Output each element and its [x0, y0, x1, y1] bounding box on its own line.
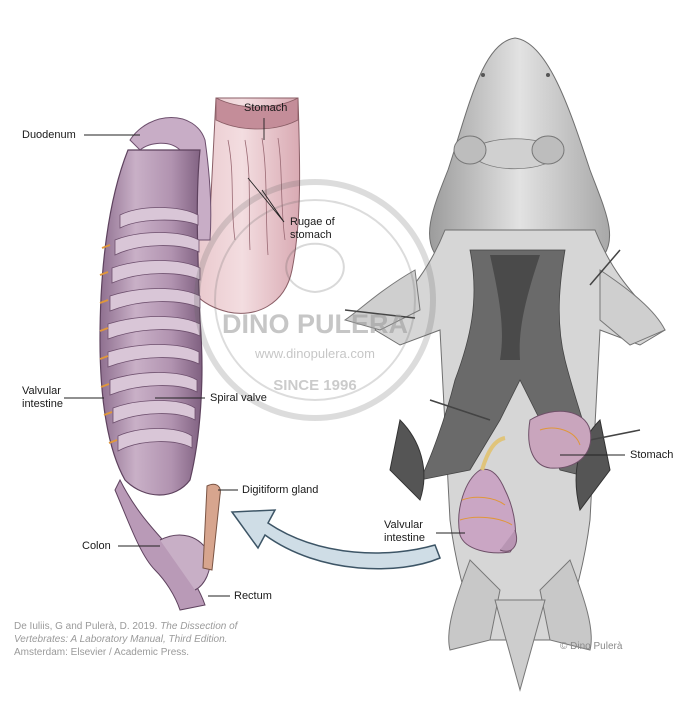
label-rectum: Rectum [234, 590, 272, 602]
watermark-since: SINCE 1996 [273, 377, 356, 394]
label-stomach-right: Stomach [630, 449, 674, 461]
copyright-notice: © Dino Pulerà [560, 641, 623, 652]
pointing-arrow [230, 509, 441, 570]
credit-title-part2: Vertebrates: A Laboratory Manual, Third … [14, 634, 228, 645]
label-colon: Colon [82, 540, 111, 552]
label-spiral-valve: Spiral valve [210, 392, 267, 404]
watermark-seal [194, 179, 436, 421]
label-valvular-left-1: Valvular [22, 385, 61, 397]
leader-lines [64, 118, 625, 597]
label-digitiform-gland: Digitiform gland [242, 484, 319, 496]
label-valvular-left-2: intestine [22, 398, 63, 410]
shark-dissection-illustration [343, 37, 666, 692]
citation-credit: De Iuliis, G and Pulerà, D. 2019. The Di… [14, 620, 314, 659]
label-stomach-top: Stomach [244, 102, 288, 114]
credit-title-part1: The Dissection of [160, 621, 238, 632]
credit-publisher: Amsterdam: Elsevier / Academic Press. [14, 647, 190, 658]
label-valvular-right-2: intestine [384, 532, 425, 544]
label-valvular-right-1: Valvular [384, 519, 423, 531]
valvular-intestine-illustration [99, 117, 221, 611]
watermark-url: www.dinopulera.com [254, 346, 375, 361]
label-rugae-line2: stomach [290, 229, 332, 241]
credit-authors: De Iuliis, G and Pulerà, D. 2019. [14, 621, 158, 632]
watermark-name: DINO PULERA [222, 309, 408, 339]
label-duodenum: Duodenum [22, 129, 76, 141]
stomach-illustration [184, 97, 301, 314]
label-rugae-line1: Rugae of [290, 216, 335, 228]
